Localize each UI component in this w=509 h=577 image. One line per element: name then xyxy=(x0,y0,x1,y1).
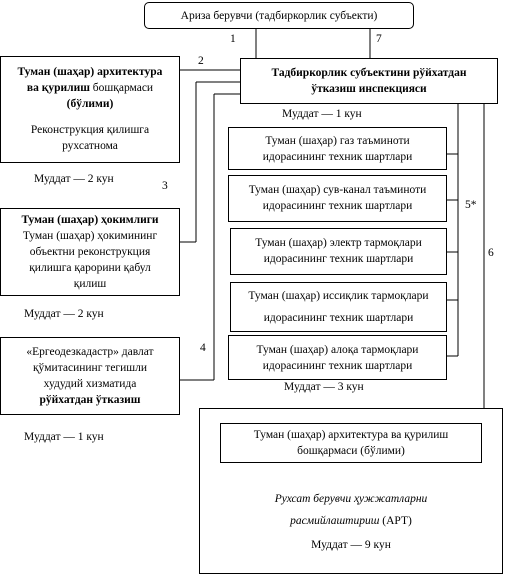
inspection-line-2: ўтказиш инспекцияси xyxy=(311,83,427,95)
architecture-bottom-inner-box: Туман (шаҳар) архитектура ва қурилиш бош… xyxy=(220,423,482,463)
khokimiyat-box: Туман (шаҳар) ҳокимлиги Туман (шаҳар) ҳо… xyxy=(0,208,180,296)
step-number-2: 2 xyxy=(198,55,204,67)
inspection-box: Тадбиркорлик субъектини рўйхатдан ўткази… xyxy=(240,58,498,104)
service-gas-line-2: идорасининг техник шартлари xyxy=(262,151,413,163)
service-heating-line-1: Туман (шаҳар) иссиқлик тармоқлари xyxy=(248,290,429,302)
step-number-3: 3 xyxy=(162,180,168,192)
architecture-bottom-body-2b: (АРТ) xyxy=(379,515,412,527)
cadastre-line-2: қўмитасининг тегишли xyxy=(32,362,148,374)
architecture-left-body-2: рухсатнома xyxy=(62,140,118,152)
service-box-heating: Туман (шаҳар) иссиқлик тармоқлари идорас… xyxy=(230,282,447,332)
applicant-label: Ариза берувчи (тадбиркорлик субъекти) xyxy=(180,10,378,22)
applicant-box: Ариза берувчи (тадбиркорлик субъекти) xyxy=(144,2,414,29)
step-number-6: 6 xyxy=(488,247,494,259)
step-number-1: 1 xyxy=(230,33,236,45)
architecture-left-title-2a: ва қурилиш xyxy=(26,82,90,94)
khokimiyat-body-4: қилиш xyxy=(73,278,107,290)
architecture-bottom-inner-2: бошқармаси (бўлими) xyxy=(297,445,405,457)
service-box-gas: Туман (шаҳар) газ таъминоти идорасининг … xyxy=(228,127,447,170)
service-water-line-1: Туман (шаҳар) сув-канал таъминоти xyxy=(248,184,427,196)
architecture-left-title-1: Туман (шаҳар) архитектура xyxy=(17,66,163,78)
term-label-2-days-b: Муддат — 2 кун xyxy=(24,308,104,320)
term-label-3-days: Муддат — 3 кун xyxy=(284,381,364,393)
cadastre-line-1: «Ергеодезкадастр» давлат xyxy=(26,346,154,358)
architecture-bottom-term: Муддат — 9 кун xyxy=(311,539,391,551)
cadastre-line-3: худудий хизматида xyxy=(43,378,137,390)
service-telecom-line-2: идорасининг техник шартлари xyxy=(262,360,413,372)
service-box-water: Туман (шаҳар) сув-канал таъминоти идорас… xyxy=(228,175,447,222)
architecture-bottom-inner-1: Туман (шаҳар) архитектура ва қурилиш xyxy=(253,429,449,441)
khokimiyat-body-3: қилишга қарорини қабул xyxy=(29,262,151,274)
step-number-5: 5* xyxy=(465,199,477,211)
architecture-left-body-1: Реконструкция қилишга xyxy=(30,124,150,136)
step-number-7: 7 xyxy=(376,33,382,45)
service-water-line-2: идорасининг техник шартлари xyxy=(262,200,413,212)
service-box-electric: Туман (шаҳар) электр тармоқлари идорасин… xyxy=(230,228,447,275)
architecture-bottom-body-2a: расмийлаштириш xyxy=(290,515,380,527)
architecture-left-title-3: (бўлими) xyxy=(66,98,114,110)
term-label-1-day: Муддат — 1 кун xyxy=(282,108,362,120)
step-number-4: 4 xyxy=(200,342,206,354)
service-electric-line-2: идорасининг техник шартлари xyxy=(263,253,414,265)
cadastre-box: «Ергеодезкадастр» давлат қўмитасининг те… xyxy=(0,337,180,415)
term-label-1-day-b: Муддат — 1 кун xyxy=(24,431,104,443)
service-box-telecom: Туман (шаҳар) алоқа тармоқлари идорасини… xyxy=(228,335,447,380)
service-electric-line-1: Туман (шаҳар) электр тармоқлари xyxy=(255,237,422,249)
khokimiyat-body-2: объектни реконструкция xyxy=(29,246,151,258)
khokimiyat-body-1: Туман (шаҳар) ҳокимининг xyxy=(22,230,158,242)
architecture-left-box: Туман (шаҳар) архитектура ва қурилиш бош… xyxy=(0,56,180,163)
inspection-line-1: Тадбиркорлик субъектини рўйхатдан xyxy=(271,67,467,79)
service-telecom-line-1: Туман (шаҳар) алоқа тармоқлари xyxy=(256,344,419,356)
service-gas-line-1: Туман (шаҳар) газ таъминоти xyxy=(265,135,410,147)
architecture-left-title-2b: бошқармаси xyxy=(89,82,154,94)
term-label-2-days-a: Муддат — 2 кун xyxy=(34,173,114,185)
cadastre-line-4: рўйхатдан ўтказиш xyxy=(39,394,141,406)
service-heating-line-2: идорасининг техник шартлари xyxy=(263,312,414,324)
architecture-bottom-box: Туман (шаҳар) архитектура ва қурилиш бош… xyxy=(199,408,503,574)
architecture-bottom-body-1: Рухсат берувчи ҳужжатларни xyxy=(274,493,428,505)
khokimiyat-title: Туман (шаҳар) ҳокимлиги xyxy=(21,214,159,226)
